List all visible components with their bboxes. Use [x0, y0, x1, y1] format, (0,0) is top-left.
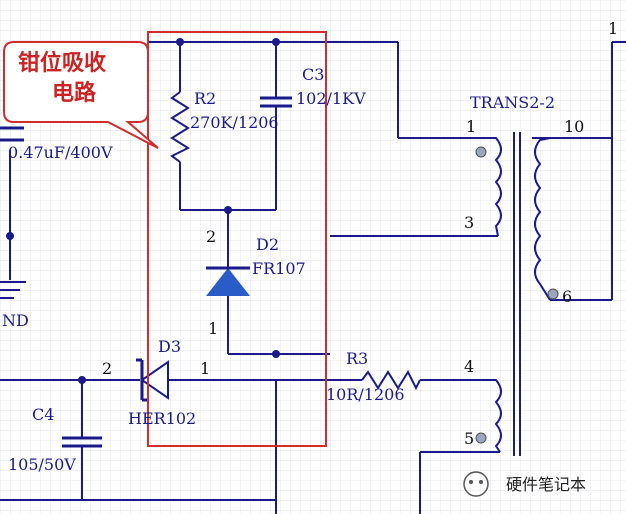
watermark-text: 硬件笔记本 — [506, 475, 586, 494]
d2-ref-label: D2 — [256, 235, 279, 254]
junctions — [6, 38, 280, 384]
r3-value-label: 10R/1206 — [326, 385, 405, 404]
primary-coil-lower — [485, 379, 502, 453]
transformer-pin10: 10 — [564, 117, 584, 136]
transformer-pin6: 6 — [562, 287, 572, 306]
primary-coil-upper — [485, 137, 502, 237]
polarity-dot-pin5 — [475, 432, 487, 444]
d3-pin-left: 2 — [102, 359, 112, 378]
d2-pin-bottom: 1 — [208, 319, 218, 338]
r3-resistor-symbol — [361, 369, 421, 391]
clamp-region-box — [147, 31, 327, 447]
secondary-coil — [534, 137, 551, 301]
cap-left-value-label: 0.47uF/400V — [8, 143, 113, 162]
transformer-ref-label: TRANS2-2 — [470, 93, 555, 112]
r2-value-label: 270K/1206 — [190, 113, 279, 132]
junction-dot — [176, 38, 184, 46]
gnd-label: ND — [2, 311, 29, 330]
callout-line2: 电路 — [52, 80, 97, 106]
d3-ref-label: D3 — [158, 337, 181, 356]
polarity-dot-pin1 — [475, 146, 487, 158]
junction-dot — [6, 232, 14, 240]
c4-ref-label: C4 — [32, 405, 54, 424]
d3-pin-right: 1 — [200, 359, 210, 378]
c3-value-label: 102/1KV — [296, 89, 366, 108]
r2-ref-label: R2 — [194, 89, 216, 108]
r3-ref-label: R3 — [346, 349, 368, 368]
d3-diode-triangle — [140, 360, 169, 400]
transformer-pin3: 3 — [464, 213, 474, 232]
junction-dot — [78, 376, 86, 384]
wechat-icon — [463, 471, 489, 497]
transformer-pin1: 1 — [466, 117, 476, 136]
junction-dot — [224, 206, 232, 214]
d2-value-label: FR107 — [252, 259, 306, 278]
r2-resistor-symbol — [170, 91, 191, 163]
ground-symbol — [0, 281, 26, 299]
d2-diode-triangle — [206, 268, 250, 296]
junction-dot — [272, 38, 280, 46]
transformer-pin5: 5 — [464, 429, 474, 448]
c3-ref-label: C3 — [302, 65, 324, 84]
c4-value-label: 105/50V — [8, 455, 76, 474]
top-right-pin-label: 1 — [608, 19, 618, 38]
transformer-symbol — [475, 132, 559, 456]
polarity-dot-pin6 — [547, 288, 559, 300]
watermark: 硬件笔记本 — [463, 471, 586, 497]
junction-dot — [272, 350, 280, 358]
callout-line1: 钳位吸收 — [18, 50, 106, 76]
d3-value-label: HER102 — [128, 409, 196, 428]
transformer-pin4: 4 — [464, 357, 474, 376]
callout-bubble — [3, 41, 159, 149]
d2-pin-top: 2 — [206, 227, 216, 246]
